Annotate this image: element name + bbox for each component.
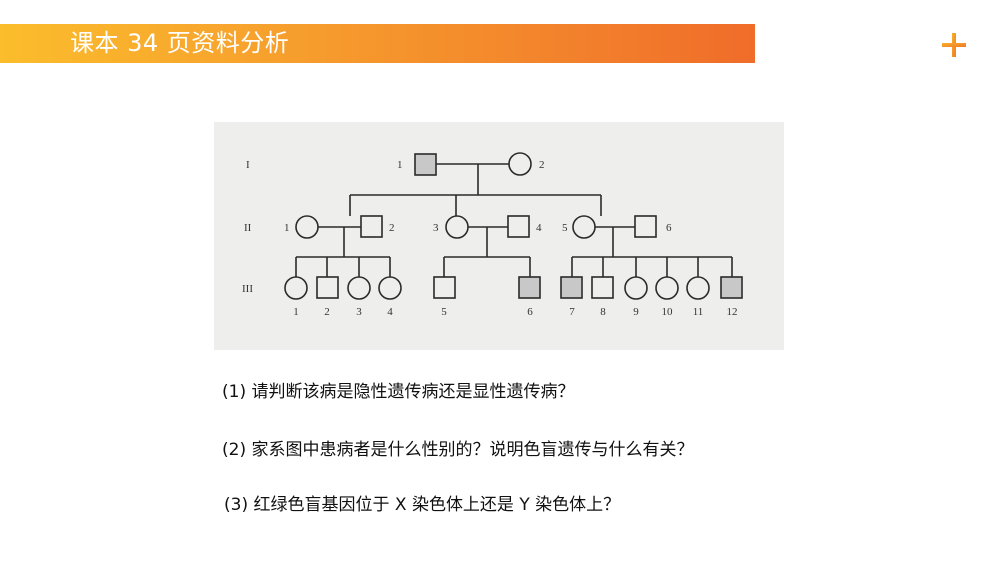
gen-label-I: I [246,159,250,171]
individual-II-3 [445,215,469,239]
individual-II-4 [507,215,530,238]
individual-III-10 [655,276,679,300]
label-II-6: 6 [666,222,672,234]
label-II-1: 1 [284,222,290,234]
gen-label-II: II [244,222,252,234]
label-III-7: 7 [569,306,575,318]
individual-II-1 [295,215,319,239]
individual-II-6 [634,215,657,238]
question-2: (2) 家系图中患病者是什么性别的？说明色盲遗传与什么有关？ [222,440,694,460]
individual-III-11 [686,276,710,300]
question-1: (1) 请判断该病是隐性遗传病还是显性遗传病？ [222,382,575,402]
individual-III-8 [591,276,614,299]
label-III-1: 1 [293,306,299,318]
gen-label-III: III [242,283,253,295]
label-III-10: 10 [662,306,674,318]
title-banner: 课本 34 页资料分析 [0,24,755,63]
individual-III-12 [720,276,743,299]
individual-III-7 [560,276,583,299]
question-3: (3) 红绿色盲基因位于 X 染色体上还是 Y 染色体上？ [224,495,621,515]
individual-III-4 [378,276,402,300]
individual-III-6 [518,276,541,299]
label-II-3: 3 [433,222,439,234]
slide-title: 课本 34 页资料分析 [70,29,290,57]
individual-III-1 [284,276,308,300]
label-III-12: 12 [727,306,738,318]
individual-I-2 [508,152,532,176]
label-III-4: 4 [387,306,393,318]
individual-III-2 [316,276,339,299]
pedigree-chart-image: I II III 1 2 1 2 3 4 5 6 1 2 3 4 5 6 7 8… [214,122,784,350]
individual-III-9 [624,276,648,300]
label-III-2: 2 [324,306,330,318]
label-III-5: 5 [441,306,447,318]
plus-icon[interactable] [941,32,967,58]
label-I-2: 2 [539,159,545,171]
label-III-3: 3 [356,306,362,318]
individual-III-5 [433,276,456,299]
individual-I-1 [414,153,437,176]
label-I-1: 1 [397,159,403,171]
individual-II-5 [572,215,596,239]
label-III-8: 8 [600,306,606,318]
label-III-11: 11 [693,306,704,318]
label-II-4: 4 [536,222,542,234]
individual-II-2 [360,215,383,238]
individual-III-3 [347,276,371,300]
label-III-9: 9 [633,306,639,318]
label-III-6: 6 [527,306,533,318]
label-II-2: 2 [389,222,395,234]
label-II-5: 5 [562,222,568,234]
